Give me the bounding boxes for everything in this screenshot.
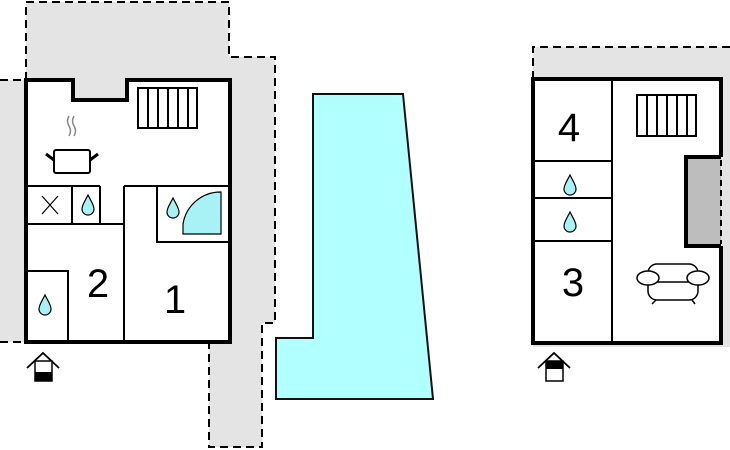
room-number-1: 1 <box>164 278 186 322</box>
room-number-2: 2 <box>87 262 109 306</box>
right-building: 4 3 <box>531 77 723 382</box>
left-building: 2 1 <box>24 78 232 382</box>
x-mark-icon <box>41 195 59 215</box>
sofa-icon <box>636 263 710 305</box>
entrance-icon <box>537 351 571 382</box>
stove-pot-icon <box>45 115 99 174</box>
room-number-3: 3 <box>562 261 584 305</box>
room-number-4: 4 <box>558 106 580 150</box>
fireplace-icon <box>686 157 721 246</box>
stairs-icon <box>137 87 198 129</box>
shower-icon <box>182 191 222 235</box>
swimming-pool <box>275 93 435 400</box>
entrance-icon <box>26 351 60 382</box>
stairs-icon <box>636 94 697 137</box>
